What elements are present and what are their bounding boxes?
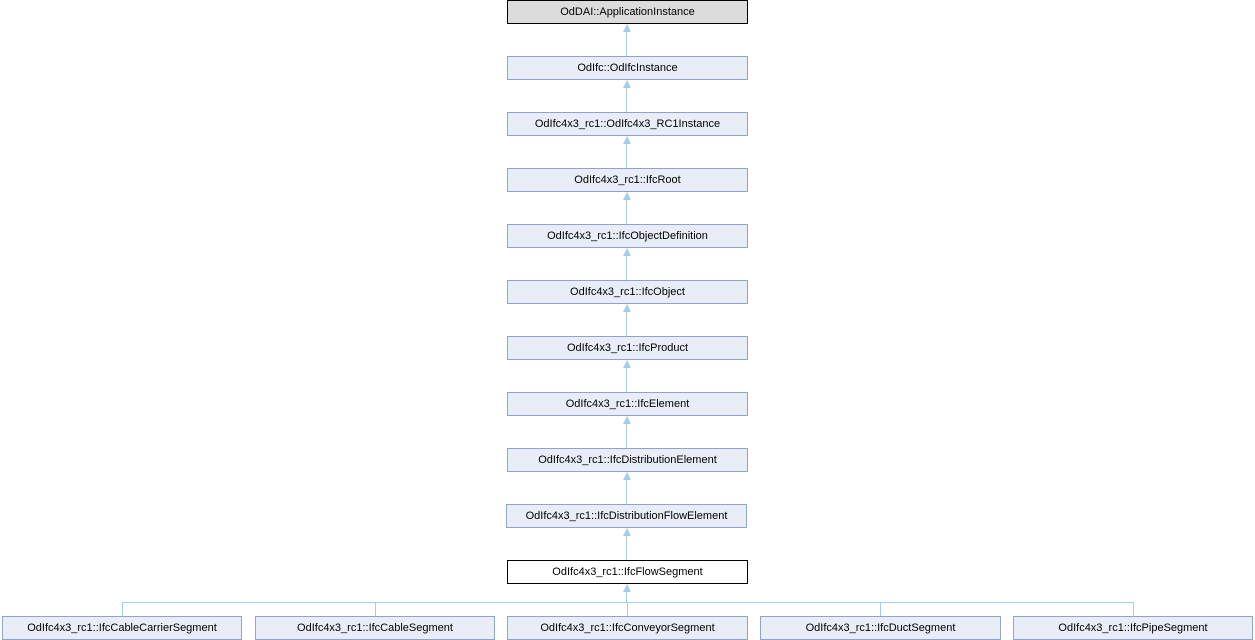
node-ifcpipesegment[interactable]: OdIfc4x3_rc1::IfcPipeSegment <box>1013 616 1253 640</box>
node-odifc4x3-rc1instance[interactable]: OdIfc4x3_rc1::OdIfc4x3_RC1Instance <box>507 112 748 136</box>
node-ifcductsegment[interactable]: OdIfc4x3_rc1::IfcDuctSegment <box>760 616 1001 640</box>
node-odifc-odifcinstance[interactable]: OdIfc::OdIfcInstance <box>507 56 748 80</box>
node-oddai-applicationinstance[interactable]: OdDAI::ApplicationInstance <box>507 0 748 24</box>
node-ifccablecarriersegment[interactable]: OdIfc4x3_rc1::IfcCableCarrierSegment <box>2 616 242 640</box>
node-ifcdistributionflowelement[interactable]: OdIfc4x3_rc1::IfcDistributionFlowElement <box>506 504 747 528</box>
node-ifcdistributionelement[interactable]: OdIfc4x3_rc1::IfcDistributionElement <box>507 448 748 472</box>
node-ifcobject[interactable]: OdIfc4x3_rc1::IfcObject <box>507 280 748 304</box>
child-drop <box>627 602 628 616</box>
node-ifccablesegment[interactable]: OdIfc4x3_rc1::IfcCableSegment <box>255 616 495 640</box>
child-drop <box>375 602 376 616</box>
node-ifcobjectdefinition[interactable]: OdIfc4x3_rc1::IfcObjectDefinition <box>507 224 748 248</box>
node-ifcconveyorsegment[interactable]: OdIfc4x3_rc1::IfcConveyorSegment <box>507 616 748 640</box>
child-drop <box>1133 602 1134 616</box>
node-ifcproduct[interactable]: OdIfc4x3_rc1::IfcProduct <box>507 336 748 360</box>
child-drop <box>880 602 881 616</box>
child-drop <box>122 602 123 616</box>
node-ifcelement[interactable]: OdIfc4x3_rc1::IfcElement <box>507 392 748 416</box>
node-ifcroot[interactable]: OdIfc4x3_rc1::IfcRoot <box>507 168 748 192</box>
node-ifcflowsegment: OdIfc4x3_rc1::IfcFlowSegment <box>507 560 748 584</box>
